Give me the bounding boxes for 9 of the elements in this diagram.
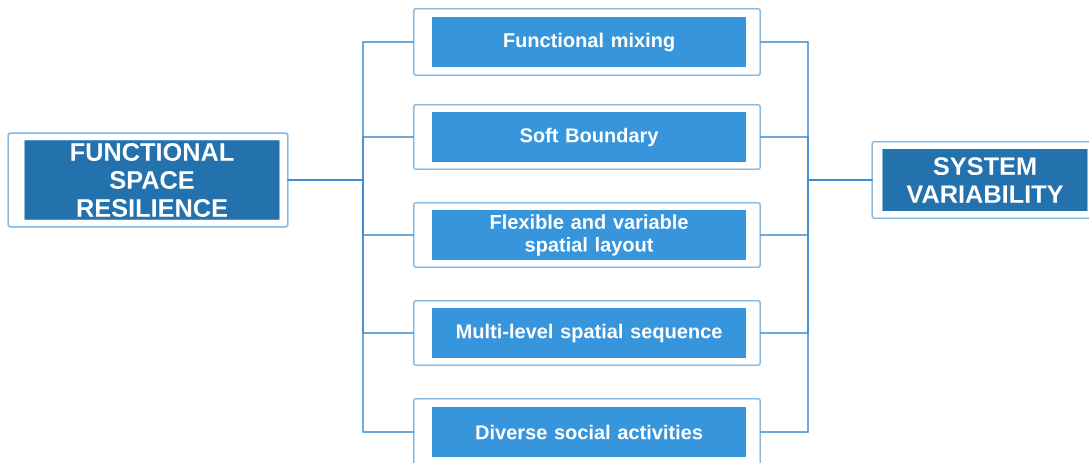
process-box: Multi-level spatial sequence: [412, 299, 762, 367]
process-box: Flexible and variable spatial layout: [412, 201, 762, 269]
process-box: FUNCTIONAL SPACE RESILIENCE: [7, 132, 289, 228]
connector-line: [287, 179, 415, 433]
connector-line: [759, 179, 873, 433]
process-box: Functional mixing: [412, 7, 762, 77]
process-box: SYSTEM VARIABILITY: [871, 140, 1089, 220]
process-box: Diverse social activities: [412, 397, 762, 463]
process-box: Soft Boundary: [412, 103, 762, 171]
